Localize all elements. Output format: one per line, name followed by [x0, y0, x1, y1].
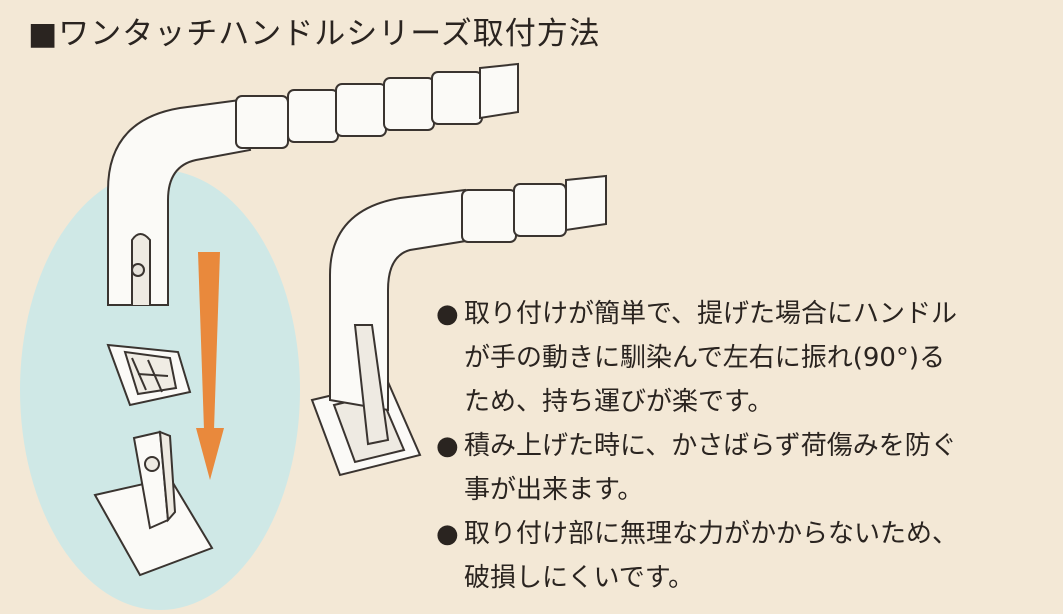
down-arrow — [196, 252, 224, 480]
note-3-line-2: 破損しにくいです。 — [464, 563, 695, 593]
feature-note-2: ● 積み上げた時に、かさばらず荷傷みを防ぐ 事が出来ます。 — [436, 424, 1046, 512]
bullet-icon: ● — [436, 519, 459, 549]
handle-right — [310, 174, 607, 477]
handle-right-segments — [461, 174, 607, 243]
note-1-line-1: 取り付けが簡単で、提げた場合にハンドル — [464, 299, 957, 329]
note-3-line-1: 取り付け部に無理な力がかからないため、 — [464, 519, 959, 549]
note-2-line-1: 積み上げた時に、かさばらず荷傷みを防ぐ — [464, 431, 957, 461]
note-2-line-2: 事が出来ます。 — [464, 475, 644, 505]
bullet-icon: ● — [436, 431, 459, 461]
feature-notes: ● 取り付けが簡単で、提げた場合にハンドル が手の動きに馴染んで左右に振れ(90… — [436, 292, 1046, 600]
note-1-line-3: ため、持ち運びが楽です。 — [464, 387, 774, 417]
feature-note-3: ● 取り付け部に無理な力がかからないため、 破損しにくいです。 — [436, 512, 1046, 600]
clip-piece — [106, 343, 192, 407]
handle-left-segments — [235, 62, 519, 149]
bullet-icon: ● — [436, 299, 459, 329]
handle-left — [107, 62, 519, 306]
feature-note-1: ● 取り付けが簡単で、提げた場合にハンドル が手の動きに馴染んで左右に振れ(90… — [436, 292, 1046, 424]
base-piece — [93, 430, 214, 577]
note-1-line-2: が手の動きに馴染んで左右に振れ(90°)る — [464, 343, 946, 373]
page-title: ■ワンタッチハンドルシリーズ取付方法 — [28, 16, 601, 52]
